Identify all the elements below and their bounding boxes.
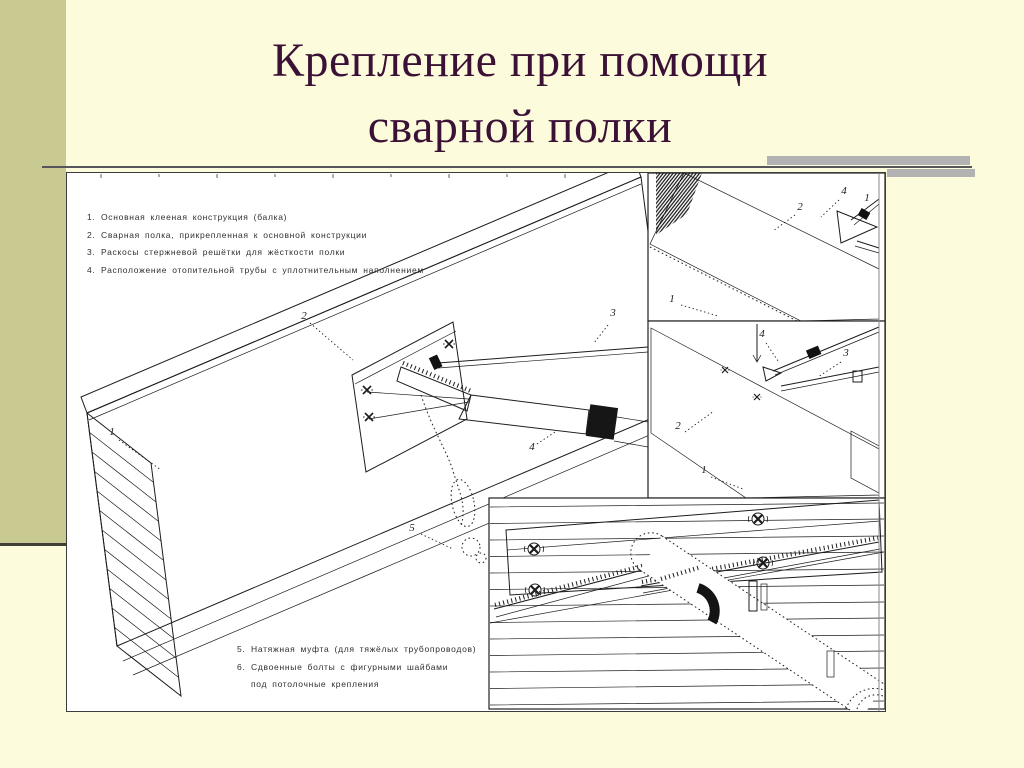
callout-number: 1 — [669, 293, 675, 305]
detail-panel-top — [647, 173, 885, 324]
callout-number: 1 — [864, 192, 870, 204]
figure-legend-top: 1. Основная клееная конструкция (балка) 2.… — [87, 209, 424, 279]
left-accent-strip — [0, 0, 66, 546]
figure-legend-bottom: 5. Натяжная муфта (для тяжёлых трубопрово… — [237, 641, 476, 694]
legend-row: 4. Расположение отопительной трубы с упло… — [87, 262, 424, 280]
legend-number: 6. — [237, 661, 246, 672]
legend-number: 3. — [87, 247, 96, 257]
legend-text: Натяжная муфта (для тяжёлых трубопроводо… — [251, 644, 477, 654]
legend-number: 5. — [237, 644, 246, 654]
decor-gray-bar-top — [767, 156, 970, 165]
main-view-beam-and-shelf — [80, 173, 674, 698]
legend-text: Основная клееная конструкция (балка) — [101, 212, 288, 222]
callout-number: 5 — [409, 522, 415, 534]
callout-number: 4 — [841, 185, 847, 197]
legend-row: 2. Сварная полка, прикрепленная к основно… — [87, 227, 424, 245]
callout-number: 3 — [842, 347, 849, 359]
legend-number: 1. — [87, 212, 96, 222]
callout-number: 2 — [797, 201, 803, 213]
legend-number — [237, 676, 251, 694]
legend-number: 2. — [87, 229, 96, 240]
detail-panel-middle — [647, 320, 885, 499]
callout-number: 1 — [701, 464, 707, 476]
detail-panel-bottom — [488, 497, 885, 711]
legend-row: 1. Основная клееная конструкция (балка) — [87, 209, 424, 227]
legend-number: 4. — [87, 264, 96, 275]
title-divider-line — [42, 166, 972, 168]
legend-row: 3. Раскосы стержневой решётки для жёсткос… — [87, 244, 424, 262]
legend-row: 5. Натяжная муфта (для тяжёлых трубопрово… — [237, 641, 476, 659]
figure-canvas: 2 3 1 4 5 2 4 1 1 4 3 2 1 1. Основная клееная конст… — [66, 172, 886, 712]
technical-drawing: 2 3 1 4 5 2 4 1 1 4 3 2 1 — [80, 173, 885, 711]
legend-text: Расположение отопительной трубы с уплотн… — [101, 264, 424, 275]
legend-text: Сдвоенные болты с фигурными шайбами — [251, 661, 449, 672]
legend-text: Сварная полка, прикрепленная к основной … — [101, 229, 368, 240]
legend-text: Раскосы стержневой решётки для жёсткости… — [101, 247, 346, 257]
callout-number: 4 — [529, 441, 535, 453]
slide-title-line2: сварной полки — [367, 100, 673, 153]
callout-number: 2 — [675, 420, 681, 432]
slide-title-line1: Крепление при помощи — [271, 34, 769, 87]
legend-text: под потолочные крепления — [251, 679, 380, 689]
callout-number: 1 — [109, 426, 115, 438]
decor-gray-bar-bottom — [887, 169, 975, 177]
legend-row: 6. Сдвоенные болты с фигурными шайбами — [237, 659, 476, 677]
callout-number: 2 — [301, 310, 307, 322]
legend-row: под потолочные крепления — [237, 676, 476, 694]
callout-number: 4 — [759, 328, 765, 340]
callout-number: 3 — [609, 307, 616, 319]
slide-title: Крепление при помощи сварной полки — [60, 28, 980, 160]
